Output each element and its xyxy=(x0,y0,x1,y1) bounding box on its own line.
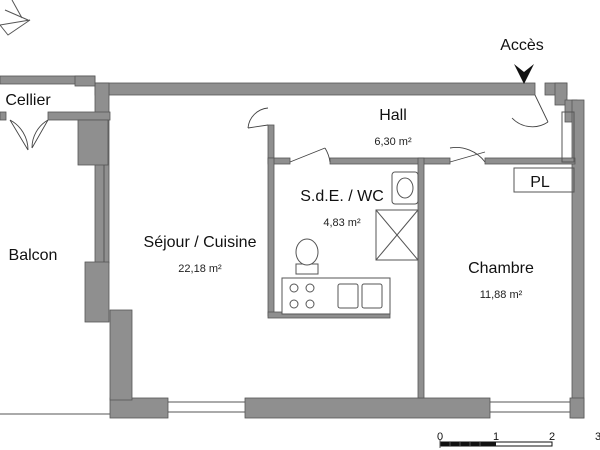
stove-icon xyxy=(289,283,299,293)
room-label-hall: Hall xyxy=(379,107,407,124)
entrance-arrow-icon xyxy=(514,64,534,84)
scale-tick-0: 0 xyxy=(437,431,443,443)
entrance-marker: Accès xyxy=(500,37,544,84)
room-label-cellier: Cellier xyxy=(5,92,51,109)
scale-bar: 0 1 2 3 xyxy=(437,431,600,448)
north-arrow xyxy=(0,0,31,36)
scale-tick-1: 1 xyxy=(493,431,499,443)
room-label-sde: S.d.E. / WC xyxy=(300,188,384,205)
fixtures xyxy=(281,171,419,315)
doors xyxy=(0,94,570,415)
room-area-sejour: 22,18 m² xyxy=(178,263,222,275)
room-area-hall: 6,30 m² xyxy=(374,136,412,148)
room-label-pl: PL xyxy=(530,174,550,191)
scale-tick-2: 2 xyxy=(549,431,555,443)
room-area-chambre: 11,88 m² xyxy=(480,289,523,301)
sink-icon xyxy=(337,283,359,309)
room-label-sejour: Séjour / Cuisine xyxy=(144,234,257,251)
walls xyxy=(0,75,585,419)
scale-tick-3: 3 xyxy=(595,431,600,443)
room-area-sde: 4,83 m² xyxy=(323,217,361,229)
entrance-label: Accès xyxy=(500,37,544,54)
room-label-balcon: Balcon xyxy=(9,247,58,264)
room-label-chambre: Chambre xyxy=(468,260,534,277)
